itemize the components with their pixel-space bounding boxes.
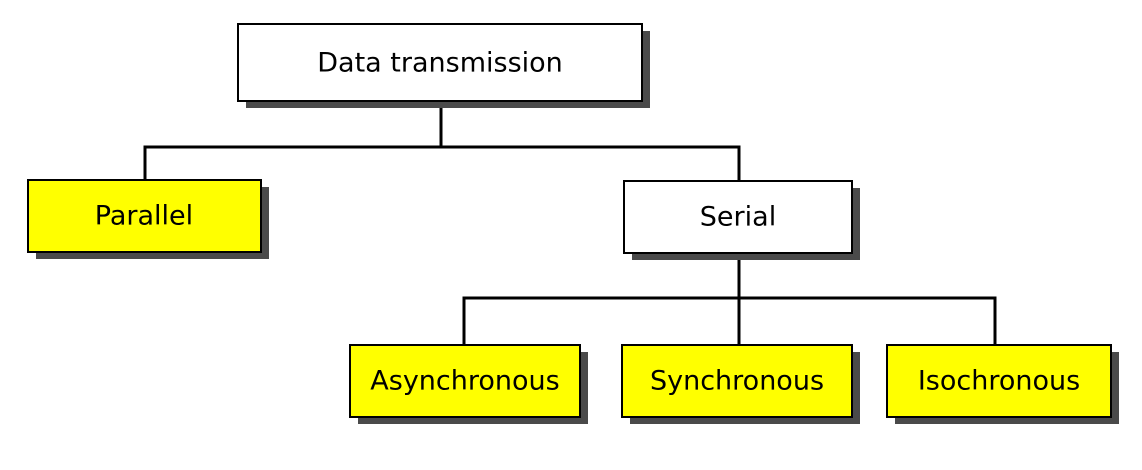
node-asynchronous-label: Asynchronous bbox=[370, 366, 559, 397]
node-isochronous-label: Isochronous bbox=[918, 366, 1080, 397]
node-root-box bbox=[237, 23, 643, 102]
connector-lines bbox=[143, 100, 997, 347]
node-serial-box bbox=[623, 180, 853, 254]
node-asynchronous: Asynchronous bbox=[349, 344, 588, 424]
node-root-label: Data transmission bbox=[317, 48, 563, 79]
node-isochronous-box bbox=[886, 344, 1112, 418]
node-synchronous-label: Synchronous bbox=[650, 366, 824, 397]
node-serial: Serial bbox=[623, 180, 860, 260]
node-isochronous: Isochronous bbox=[886, 344, 1119, 424]
node-root: Data transmission bbox=[237, 23, 650, 108]
node-synchronous-box bbox=[621, 344, 853, 418]
node-parallel: Parallel bbox=[27, 179, 269, 259]
node-synchronous: Synchronous bbox=[621, 344, 860, 424]
node-parallel-box bbox=[27, 179, 262, 253]
node-parallel-label: Parallel bbox=[95, 201, 193, 232]
node-asynchronous-box bbox=[349, 344, 581, 418]
node-serial-label: Serial bbox=[700, 202, 776, 233]
